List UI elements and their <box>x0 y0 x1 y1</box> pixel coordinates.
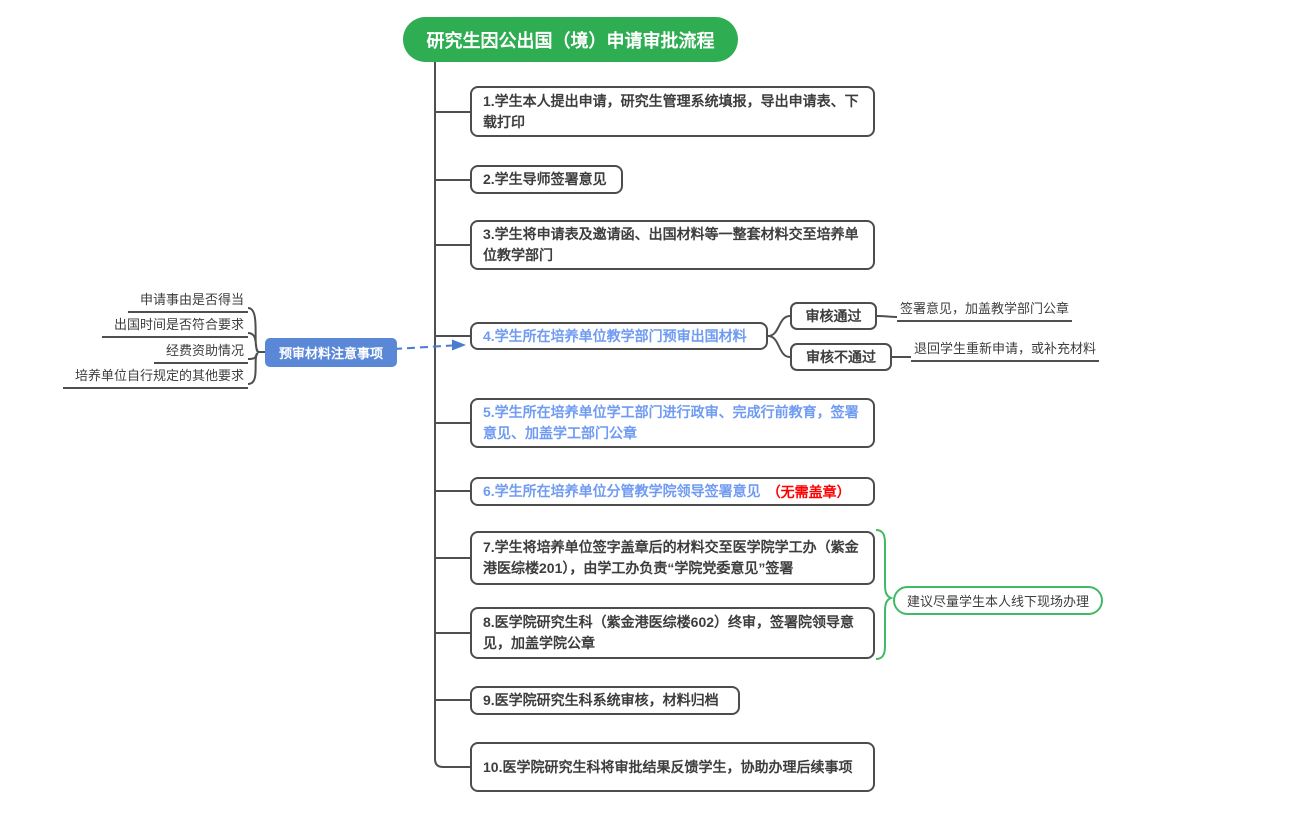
precheck-item-text: 出国时间是否符合要求 <box>113 317 244 332</box>
step-node-3[interactable]: 3.学生将申请表及邀请函、出国材料等一整套材料交至培养单位教学部门 <box>470 220 875 270</box>
step-node-8[interactable]: 8.医学院研究生科（紫金港医综楼602）终审，签署院领导意见，加盖学院公章 <box>470 607 875 659</box>
step-node-5[interactable]: 5.学生所在培养单位学工部门进行政审、完成行前教育，签署意见、加盖学工部门公章 <box>470 398 875 448</box>
trunk-line <box>434 62 470 768</box>
review-fail-result[interactable]: 退回学生重新申请，或补充材料 <box>911 338 1100 362</box>
step-node-2[interactable]: 2.学生导师签署意见 <box>470 165 623 194</box>
precheck-item-text: 申请事由是否得当 <box>139 292 244 307</box>
review-fail-label: 审核不通过 <box>806 349 876 365</box>
root-topic-label: 研究生因公出国（境）申请审批流程 <box>426 30 715 51</box>
step-text: 7.学生将培养单位签字盖章后的材料交至医学院学工办（紫金港医综楼201），由学工… <box>483 539 859 576</box>
step-node-9[interactable]: 9.医学院研究生科系统审核，材料归档 <box>470 686 740 715</box>
precheck-topic-label: 预审材料注意事项 <box>279 346 384 361</box>
precheck-item-text: 经费资助情况 <box>165 343 244 358</box>
arrowhead-icon <box>452 339 466 351</box>
precheck-item[interactable]: 培养单位自行规定的其他要求 <box>62 365 248 389</box>
step-node-4[interactable]: 4.学生所在培养单位教学部门预审出国材料 <box>470 322 768 350</box>
review-pass-result-text: 签署意见，加盖教学部门公章 <box>900 301 1070 316</box>
relationship-dashed-arrow <box>393 344 453 350</box>
review-pass-result[interactable]: 签署意见，加盖教学部门公章 <box>897 298 1073 322</box>
step-note-red: （无需盖章） <box>766 483 851 500</box>
step-node-6[interactable]: 6.学生所在培养单位分管教学院领导签署意见 （无需盖章） <box>470 477 875 506</box>
step-text: 5.学生所在培养单位学工部门进行政审、完成行前教育，签署意见、加盖学工部门公章 <box>483 404 859 441</box>
precheck-item[interactable]: 经费资助情况 <box>153 340 248 364</box>
precheck-item[interactable]: 出国时间是否符合要求 <box>101 314 248 338</box>
precheck-branch-lines <box>247 307 265 385</box>
callout-note-text: 建议尽量学生本人线下现场办理 <box>907 594 1090 609</box>
precheck-item[interactable]: 申请事由是否得当 <box>127 289 248 313</box>
review-pass-node[interactable]: 审核通过 <box>790 302 877 330</box>
step-text: 1.学生本人提出申请，研究生管理系统填报，导出申请表、下载打印 <box>483 92 859 130</box>
root-topic[interactable]: 研究生因公出国（境）申请审批流程 <box>403 17 738 62</box>
callout-note[interactable]: 建议尽量学生本人线下现场办理 <box>893 586 1104 615</box>
precheck-topic[interactable]: 预审材料注意事项 <box>265 338 398 367</box>
step-node-10[interactable]: 10.医学院研究生科将审批结果反馈学生，协助办理后续事项 <box>470 742 875 792</box>
step-text: 6.学生所在培养单位分管教学院领导签署意见 <box>483 483 761 499</box>
step-text: 9.医学院研究生科系统审核，材料归档 <box>483 692 719 708</box>
step-text: 2.学生导师签署意见 <box>483 171 607 187</box>
step-text: 4.学生所在培养单位教学部门预审出国材料 <box>483 327 747 344</box>
review-pass-label: 审核通过 <box>805 308 862 324</box>
curly-brace <box>875 529 894 660</box>
step-node-7[interactable]: 7.学生将培养单位签字盖章后的材料交至医学院学工办（紫金港医综楼201），由学工… <box>470 531 875 585</box>
step-text: 8.医学院研究生科（紫金港医综楼602）终审，签署院领导意见，加盖学院公章 <box>483 614 855 651</box>
step-text: 3.学生将申请表及邀请函、出国材料等一整套材料交至培养单位教学部门 <box>483 226 859 263</box>
review-fail-result-text: 退回学生重新申请，或补充材料 <box>914 341 1097 356</box>
step-node-1[interactable]: 1.学生本人提出申请，研究生管理系统填报，导出申请表、下载打印 <box>470 86 875 137</box>
review-fail-node[interactable]: 审核不通过 <box>790 343 892 371</box>
step-text: 10.医学院研究生科将审批结果反馈学生，协助办理后续事项 <box>483 758 853 775</box>
precheck-item-text: 培养单位自行规定的其他要求 <box>74 368 244 383</box>
